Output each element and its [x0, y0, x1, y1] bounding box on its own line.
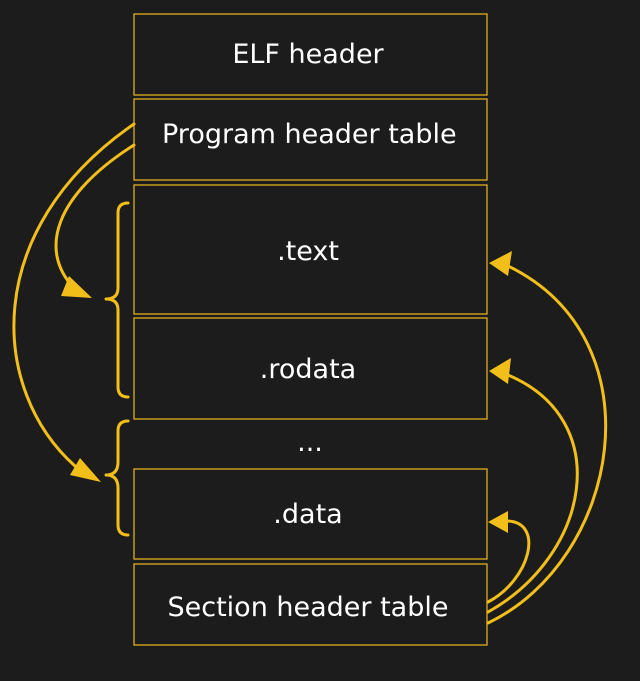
section-header-arrow-data-head: [488, 511, 508, 533]
section-header-arrow-rodata-head: [489, 358, 511, 384]
rodata-section-block: [133, 317, 488, 420]
program-header-table-label: Program header table: [162, 119, 457, 150]
section-header-arrow-data-line: [486, 519, 531, 604]
data-section-block: [133, 468, 488, 560]
section-header-table-label: Section header table: [168, 592, 449, 623]
elf-header-label: ELF header: [232, 39, 384, 70]
left-brace-lower: [104, 419, 130, 537]
text-section-block: [133, 184, 488, 315]
rodata-section-label: .rodata: [260, 354, 356, 385]
program-header-arrow-upper-head: [61, 276, 92, 298]
program-header-arrow-lower-head: [70, 458, 101, 482]
section-header-table-block: [133, 563, 488, 646]
section-header-arrow-text-line: [486, 264, 608, 625]
ellipsis-label: ...: [297, 427, 323, 458]
section-header-arrow-text-head: [489, 251, 512, 276]
program-header-arrow-upper-line: [54, 143, 136, 290]
data-section-label: .data: [273, 499, 342, 530]
elf-header-block: [133, 13, 488, 96]
program-header-table-block: [133, 98, 488, 181]
text-section-label: .text: [277, 236, 339, 267]
left-brace-upper: [104, 201, 130, 399]
section-header-arrow-rodata-line: [486, 373, 579, 614]
program-header-arrow-lower-line: [12, 122, 136, 468]
